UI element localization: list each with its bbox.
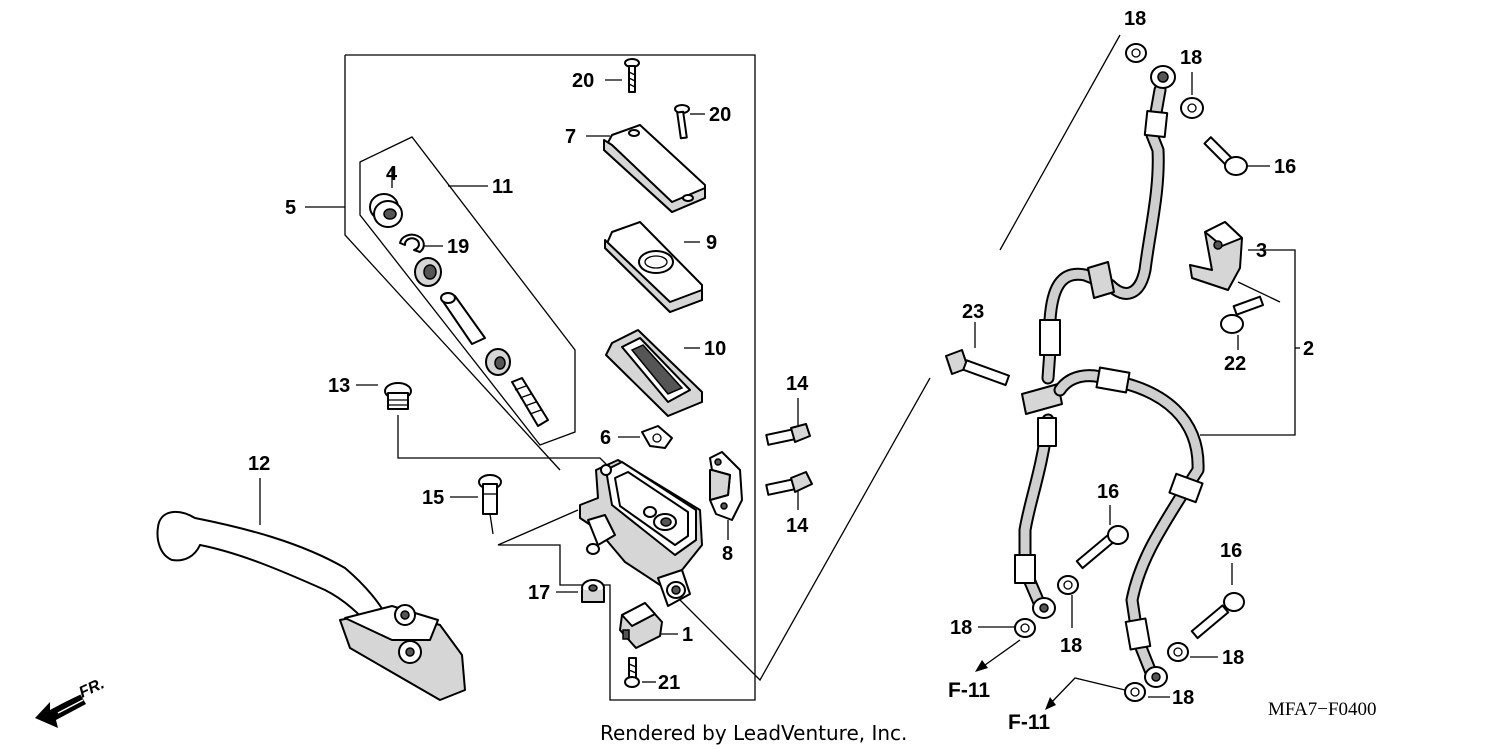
callout-18-bottom: 18 bbox=[1172, 687, 1194, 709]
washer-18-set bbox=[1014, 43, 1204, 702]
switch-1 bbox=[619, 602, 663, 649]
hose-joint bbox=[1021, 383, 1063, 415]
pivot-bolt-15 bbox=[478, 474, 502, 535]
brake-hose-lower-left bbox=[1014, 413, 1057, 619]
callout-23: 23 bbox=[962, 301, 984, 323]
reservoir-cap-7 bbox=[603, 124, 706, 213]
callout-7: 7 bbox=[565, 126, 576, 148]
cross-references: F-11 F-11 bbox=[948, 679, 1050, 734]
circlip-19 bbox=[399, 233, 425, 253]
hose-clamp-3 bbox=[1189, 221, 1243, 291]
ref-f11-left: F-11 bbox=[948, 679, 990, 702]
callout-1: 1 bbox=[682, 624, 693, 646]
callout-18-mid: 18 bbox=[1060, 635, 1082, 657]
bolt-16-right bbox=[1190, 592, 1245, 640]
callout-12: 12 bbox=[248, 453, 270, 475]
callout-18-left: 18 bbox=[950, 617, 972, 639]
leader-lines bbox=[259, 34, 1300, 710]
callout-3: 3 bbox=[1256, 240, 1267, 262]
diaphragm-plate-9 bbox=[604, 221, 703, 313]
callout-13: 13 bbox=[328, 375, 350, 397]
cap-13 bbox=[384, 382, 412, 410]
boot-4 bbox=[369, 193, 403, 228]
callout-labels: 1 2 3 4 5 6 7 8 9 10 11 12 13 14 14 15 1… bbox=[248, 8, 1314, 709]
screw-21 bbox=[624, 657, 640, 688]
clip-6 bbox=[641, 425, 673, 449]
callout-15: 15 bbox=[422, 487, 444, 509]
callout-9: 9 bbox=[706, 232, 717, 254]
bolt-16-top bbox=[1203, 136, 1248, 176]
callout-11: 11 bbox=[492, 176, 513, 198]
screw-20-top bbox=[624, 58, 640, 93]
callout-18-right: 18 bbox=[1222, 647, 1244, 669]
ref-f11-bottom: F-11 bbox=[1008, 711, 1050, 734]
callout-16-right: 16 bbox=[1220, 540, 1242, 562]
front-direction-arrow-icon bbox=[35, 693, 86, 728]
bolt-14-upper bbox=[765, 423, 811, 446]
diagram-code: MFA7−F0400 bbox=[1268, 699, 1377, 720]
brake-lever-12 bbox=[156, 510, 466, 701]
callout-21: 21 bbox=[658, 672, 680, 694]
callout-8: 8 bbox=[722, 543, 733, 565]
credit-text: Rendered by LeadVenture, Inc. bbox=[600, 721, 907, 745]
callout-18-upper-right: 18 bbox=[1180, 47, 1202, 69]
callout-16-top: 16 bbox=[1274, 156, 1296, 178]
callout-14-lower: 14 bbox=[786, 515, 809, 537]
bolt-22 bbox=[1220, 295, 1265, 334]
diaphragm-10 bbox=[605, 329, 703, 417]
bolt-23 bbox=[945, 349, 1010, 387]
callout-14-upper: 14 bbox=[786, 373, 809, 395]
callout-17: 17 bbox=[528, 582, 550, 604]
callout-20-top: 20 bbox=[572, 70, 594, 92]
callout-6: 6 bbox=[600, 427, 611, 449]
callout-22: 22 bbox=[1224, 353, 1246, 375]
callout-19: 19 bbox=[447, 236, 469, 258]
brake-hose-lower-right bbox=[1053, 366, 1205, 688]
bolt-14-lower bbox=[765, 471, 813, 496]
master-cylinder-body bbox=[579, 459, 703, 607]
callout-18-top: 18 bbox=[1124, 8, 1146, 30]
callout-20-mid: 20 bbox=[709, 104, 731, 126]
nut-17 bbox=[581, 579, 605, 603]
callout-16-mid: 16 bbox=[1097, 481, 1119, 503]
callout-4: 4 bbox=[386, 163, 398, 185]
bolt-16-mid bbox=[1075, 525, 1129, 570]
screw-20-mid bbox=[674, 104, 690, 140]
brake-hose-upper bbox=[1039, 65, 1176, 385]
direction-label: FR. bbox=[77, 675, 108, 701]
piston-set bbox=[414, 257, 549, 427]
callout-10: 10 bbox=[704, 338, 726, 360]
callout-5: 5 bbox=[285, 197, 296, 219]
holder-8 bbox=[709, 451, 743, 521]
callout-2: 2 bbox=[1303, 338, 1314, 360]
